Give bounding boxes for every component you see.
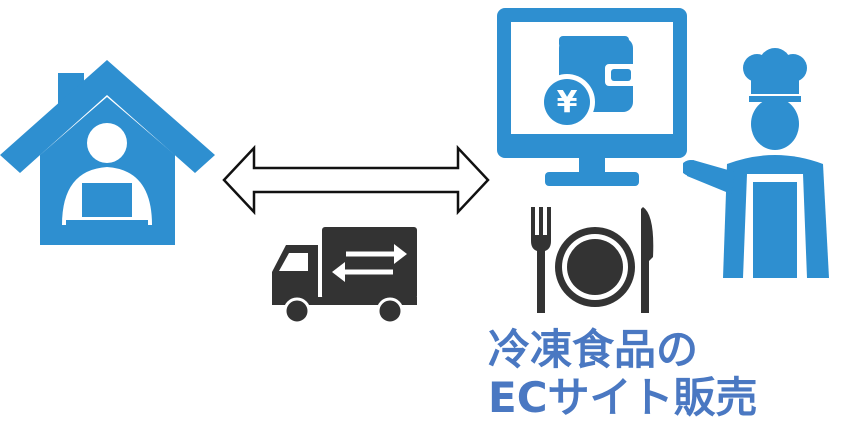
house-person-laptop-icon [0,60,215,245]
fork-plate-knife-icon [531,207,654,313]
caption-line-1: 冷凍食品の [488,325,699,374]
caption: 冷凍食品の ECサイト販売 [488,326,788,422]
svg-text:¥: ¥ [557,85,578,120]
chef-icon [683,48,829,278]
caption-line-2: ECサイト販売 [488,373,758,422]
delivery-truck-icon [272,227,417,325]
double-arrow-icon [222,144,490,216]
computer-wallet-yen-icon: ¥ [497,8,687,186]
